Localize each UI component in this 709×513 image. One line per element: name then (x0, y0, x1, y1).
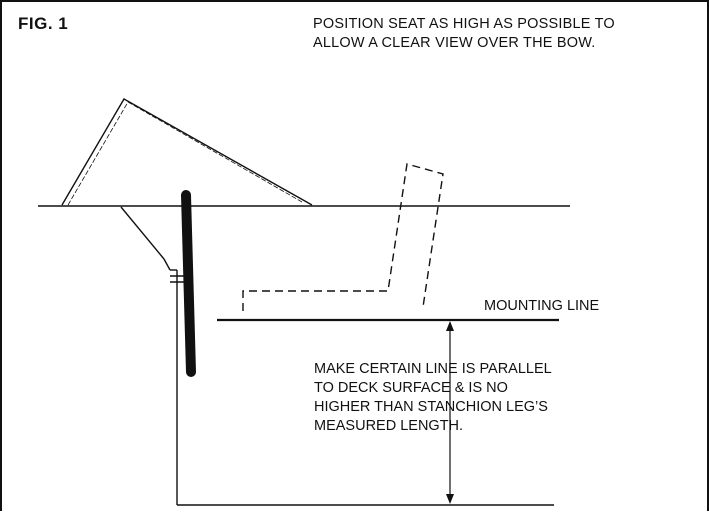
seat-position-note-line-2: ALLOW A CLEAR VIEW OVER THE BOW. (313, 35, 596, 51)
figure-label: FIG. 1 (18, 14, 69, 33)
hull-bracket (120, 206, 187, 505)
mounting-line-note-line-1: MAKE CERTAIN LINE IS PARALLEL (314, 361, 552, 377)
seat-position-note: POSITION SEAT AS HIGH AS POSSIBLE TO ALL… (313, 15, 703, 53)
mounting-line-note-line-3: HIGHER THAN STANCHION LEG’S (314, 399, 548, 415)
mounting-line-note-line-4: MEASURED LENGTH. (314, 418, 464, 434)
console-outline (61, 98, 313, 206)
mounting-line-note-line-2: TO DECK SURFACE & IS NO (314, 380, 508, 396)
mounting-line-label: MOUNTING LINE (484, 298, 600, 314)
seat-position-note-line-1: POSITION SEAT AS HIGH AS POSSIBLE TO (313, 16, 615, 32)
seat-outline (242, 163, 444, 311)
mounting-line-note: MAKE CERTAIN LINE IS PARALLEL TO DECK SU… (314, 360, 644, 436)
dimension-arrow (446, 321, 454, 504)
stanchion-post (181, 190, 196, 377)
